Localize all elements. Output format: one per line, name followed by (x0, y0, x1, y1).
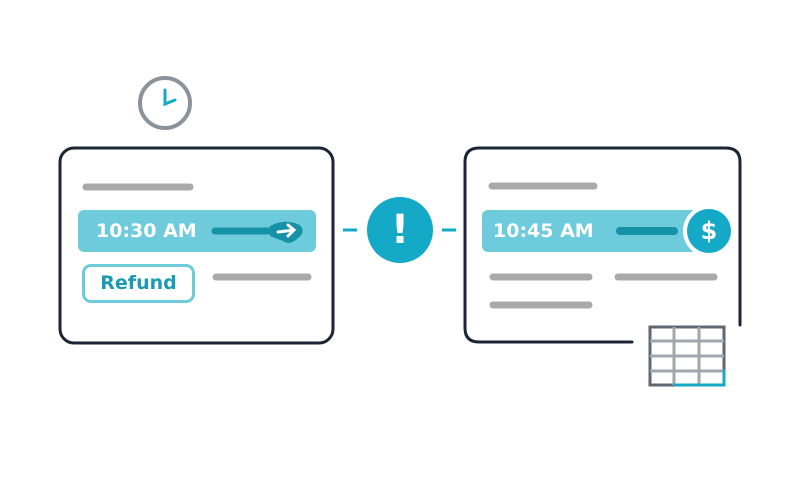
left-time-label: 10:30 AM (96, 220, 197, 242)
clock-icon (138, 76, 192, 130)
spreadsheet-icon (648, 325, 726, 387)
dollar-symbol: $ (700, 217, 718, 245)
time-bar-right (482, 210, 697, 252)
right-card (463, 146, 742, 344)
dollar-icon (687, 209, 731, 253)
refund-button[interactable]: Refund (82, 264, 195, 303)
alert-symbol: ! (390, 207, 410, 253)
alert-icon (367, 197, 433, 263)
drag-hand-icon (270, 221, 303, 243)
time-bar-left (78, 210, 316, 252)
right-time-label: 10:45 AM (493, 220, 594, 242)
